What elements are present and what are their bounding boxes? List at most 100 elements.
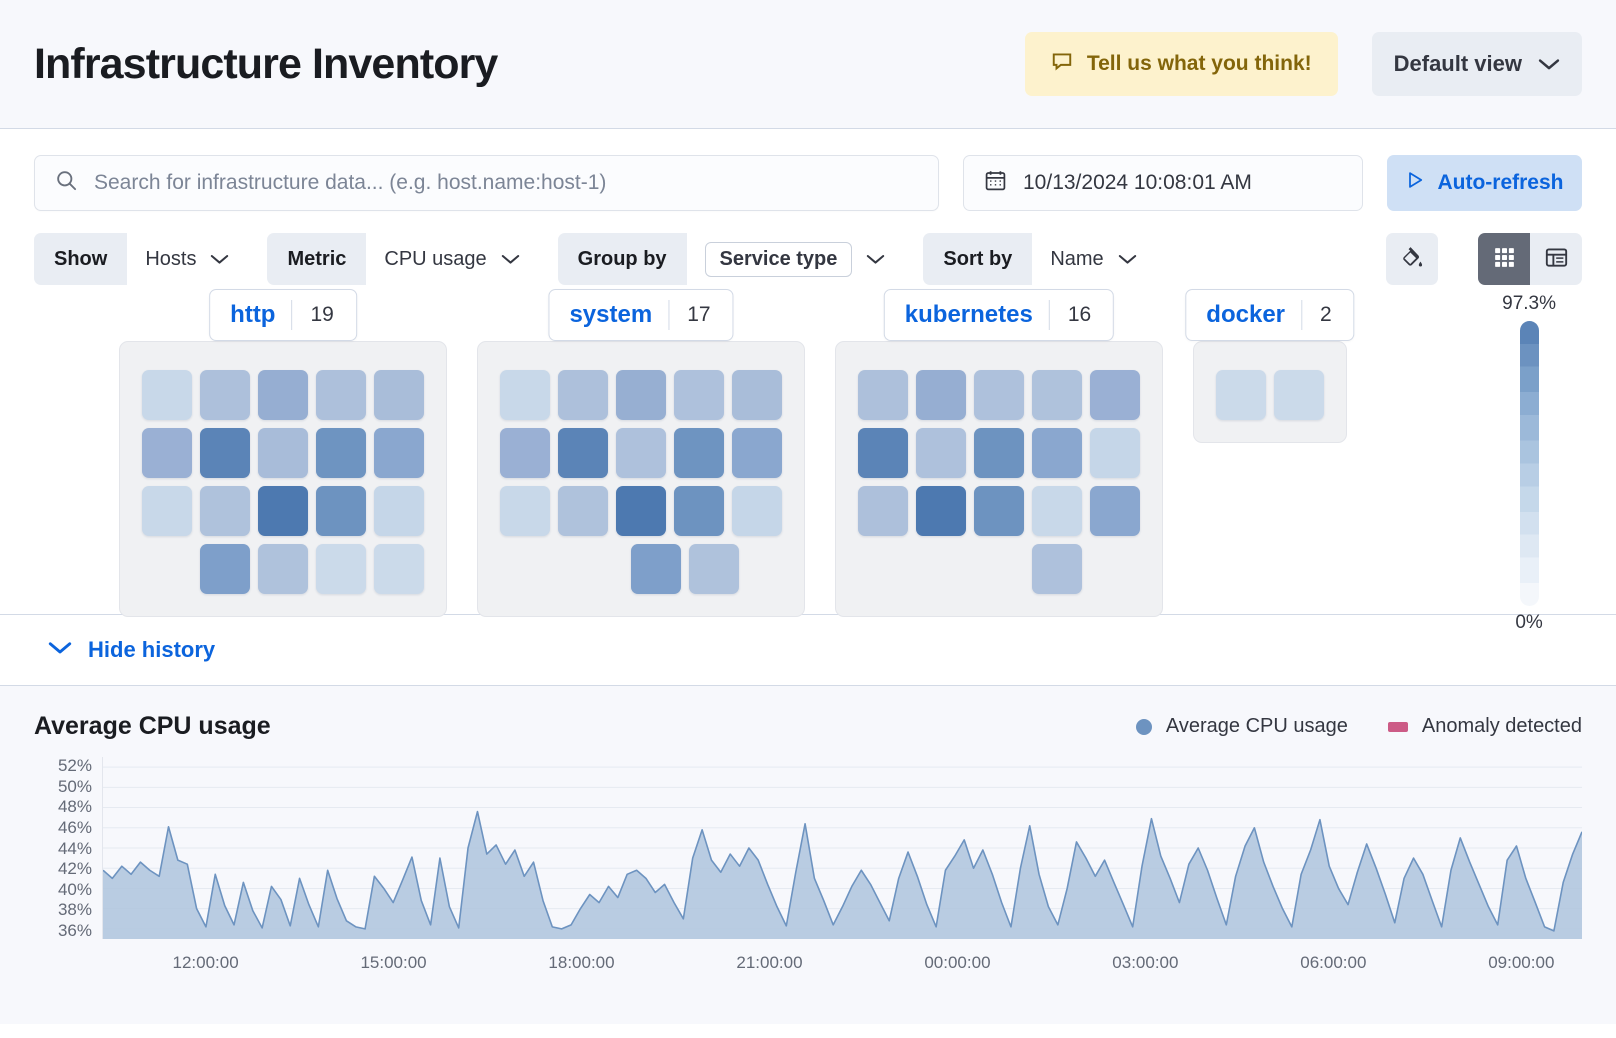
host-tile[interactable] <box>974 428 1024 478</box>
y-axis-tick: 40% <box>57 879 92 899</box>
host-tile[interactable] <box>316 370 366 420</box>
host-tile[interactable] <box>916 428 966 478</box>
control-group-by: Group by Service type <box>557 233 904 285</box>
y-axis-tick: 46% <box>57 817 92 837</box>
host-tile[interactable] <box>1090 486 1140 536</box>
control-sort-by: Sort by Name <box>923 233 1155 285</box>
chart-plot-area[interactable] <box>102 757 1582 939</box>
host-tile[interactable] <box>974 370 1024 420</box>
legend-item-anomaly-detected[interactable]: Anomaly detected <box>1387 715 1582 738</box>
table-view-button[interactable] <box>1530 233 1582 285</box>
host-tile[interactable] <box>316 486 366 536</box>
host-tile[interactable] <box>732 370 782 420</box>
control-group-by-value-text: Service type <box>704 241 853 277</box>
host-tile[interactable] <box>142 428 192 478</box>
host-tile[interactable] <box>1032 544 1082 594</box>
host-tile[interactable] <box>630 544 681 594</box>
default-view-label: Default view <box>1393 51 1522 76</box>
color-palette-button[interactable] <box>1386 233 1438 285</box>
host-tile[interactable] <box>258 370 308 420</box>
control-group-by-value[interactable]: Service type <box>687 233 904 285</box>
host-tile[interactable] <box>1032 370 1082 420</box>
chevron-down-icon <box>1538 51 1560 77</box>
host-tile[interactable] <box>1032 486 1082 536</box>
host-tile[interactable] <box>374 428 424 478</box>
table-view-icon <box>1544 245 1569 273</box>
host-tile[interactable] <box>200 428 250 478</box>
control-sort-by-value-text: Name <box>1050 247 1104 270</box>
default-view-button[interactable]: Default view <box>1371 32 1582 96</box>
host-tile[interactable] <box>916 486 966 536</box>
y-axis-tick: 42% <box>57 859 92 879</box>
host-tile[interactable] <box>500 428 550 478</box>
control-metric-value[interactable]: CPU usage <box>366 233 537 285</box>
date-picker[interactable]: 10/13/2024 10:08:01 AM <box>963 155 1363 211</box>
control-sort-by-value[interactable]: Name <box>1032 233 1154 285</box>
group-name: http <box>230 301 276 328</box>
host-tile[interactable] <box>200 486 250 536</box>
host-tile[interactable] <box>258 544 308 594</box>
hide-history-label: Hide history <box>88 637 216 662</box>
host-tile[interactable] <box>732 486 782 536</box>
host-tile[interactable] <box>1090 428 1140 478</box>
host-tile[interactable] <box>1090 370 1140 420</box>
tile-row <box>500 370 782 420</box>
toolbar: Search for infrastructure data... (e.g. … <box>0 129 1616 285</box>
host-tile[interactable] <box>674 370 724 420</box>
host-tile[interactable] <box>616 428 666 478</box>
feedback-button[interactable]: Tell us what you think! <box>1024 32 1338 96</box>
host-tile[interactable] <box>200 544 250 594</box>
host-tile[interactable] <box>500 370 550 420</box>
host-tile[interactable] <box>616 370 666 420</box>
auto-refresh-button[interactable]: Auto-refresh <box>1387 155 1582 211</box>
legend-item-average-cpu-usage[interactable]: Average CPU usage <box>1135 715 1348 738</box>
host-tile[interactable] <box>674 428 724 478</box>
control-show: Show Hosts <box>34 233 248 285</box>
host-tile[interactable] <box>674 486 724 536</box>
host-tile[interactable] <box>374 486 424 536</box>
host-tile[interactable] <box>688 544 739 594</box>
toolbar-search-row: Search for infrastructure data... (e.g. … <box>34 155 1582 211</box>
host-tile[interactable] <box>616 486 666 536</box>
control-group-by-label: Group by <box>557 233 687 285</box>
control-show-value[interactable]: Hosts <box>127 233 247 285</box>
host-tile[interactable] <box>200 370 250 420</box>
host-tile[interactable] <box>974 486 1024 536</box>
host-tile[interactable] <box>1032 428 1082 478</box>
host-tile[interactable] <box>142 370 192 420</box>
host-tile[interactable] <box>858 486 908 536</box>
page-title: Infrastructure Inventory <box>34 39 498 88</box>
host-tile[interactable] <box>1216 370 1266 420</box>
host-tile[interactable] <box>374 544 424 594</box>
group-badge-divider <box>291 300 293 330</box>
hide-history-toggle[interactable]: Hide history <box>0 615 1616 686</box>
host-tile[interactable] <box>558 486 608 536</box>
tile-row <box>142 428 424 478</box>
grid-view-button[interactable] <box>1478 233 1530 285</box>
host-tile[interactable] <box>858 370 908 420</box>
host-tile[interactable] <box>316 544 366 594</box>
search-input[interactable]: Search for infrastructure data... (e.g. … <box>34 155 939 211</box>
host-tile[interactable] <box>1274 370 1324 420</box>
host-tile[interactable] <box>142 486 192 536</box>
host-tile[interactable] <box>916 370 966 420</box>
date-value: 10/13/2024 10:08:01 AM <box>1023 171 1252 194</box>
host-tile[interactable] <box>500 486 550 536</box>
group-count: 2 <box>1320 303 1332 326</box>
auto-refresh-label: Auto-refresh <box>1437 171 1564 194</box>
host-tile[interactable] <box>558 370 608 420</box>
host-tile[interactable] <box>316 428 366 478</box>
host-tile[interactable] <box>732 428 782 478</box>
host-tile[interactable] <box>258 486 308 536</box>
host-tile[interactable] <box>258 428 308 478</box>
host-tile[interactable] <box>858 428 908 478</box>
x-axis-tick: 03:00:00 <box>1112 953 1179 972</box>
host-tile[interactable] <box>374 370 424 420</box>
play-icon <box>1405 170 1425 196</box>
host-tile[interactable] <box>558 428 608 478</box>
